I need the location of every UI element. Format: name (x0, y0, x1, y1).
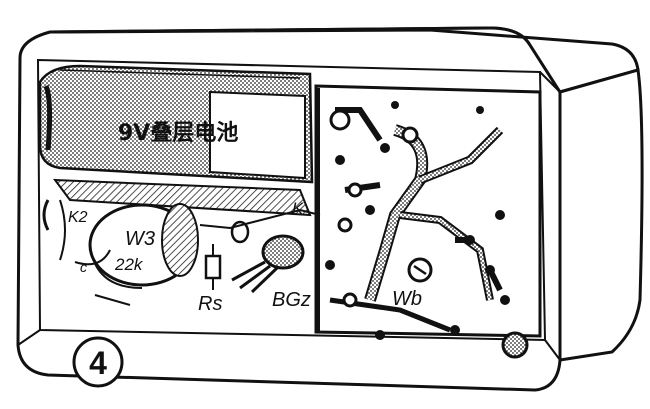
figure-number-badge: 4 (72, 336, 124, 388)
figure-number: 4 (89, 345, 107, 381)
label-rs: Rs (198, 293, 222, 315)
circuit-board (314, 84, 542, 359)
label-k: K (292, 199, 304, 218)
label-c: c (80, 259, 87, 275)
battery-label: 9V叠层电池 (118, 121, 238, 146)
label-w3: W3 (125, 228, 155, 250)
label-wb: Wb (392, 288, 422, 310)
transistor-bgz (231, 234, 305, 294)
wiring (59, 199, 321, 306)
potentiometer-w3 (88, 203, 199, 289)
label-w3-value: 22k (114, 255, 144, 274)
resistor-rs (204, 244, 222, 290)
battery-clip-strip (52, 178, 312, 217)
switch-k2 (42, 199, 50, 231)
label-bgz: BGz (272, 289, 311, 311)
trimmer-wb (407, 257, 433, 283)
battery (38, 64, 314, 184)
label-k2: K2 (68, 209, 88, 226)
